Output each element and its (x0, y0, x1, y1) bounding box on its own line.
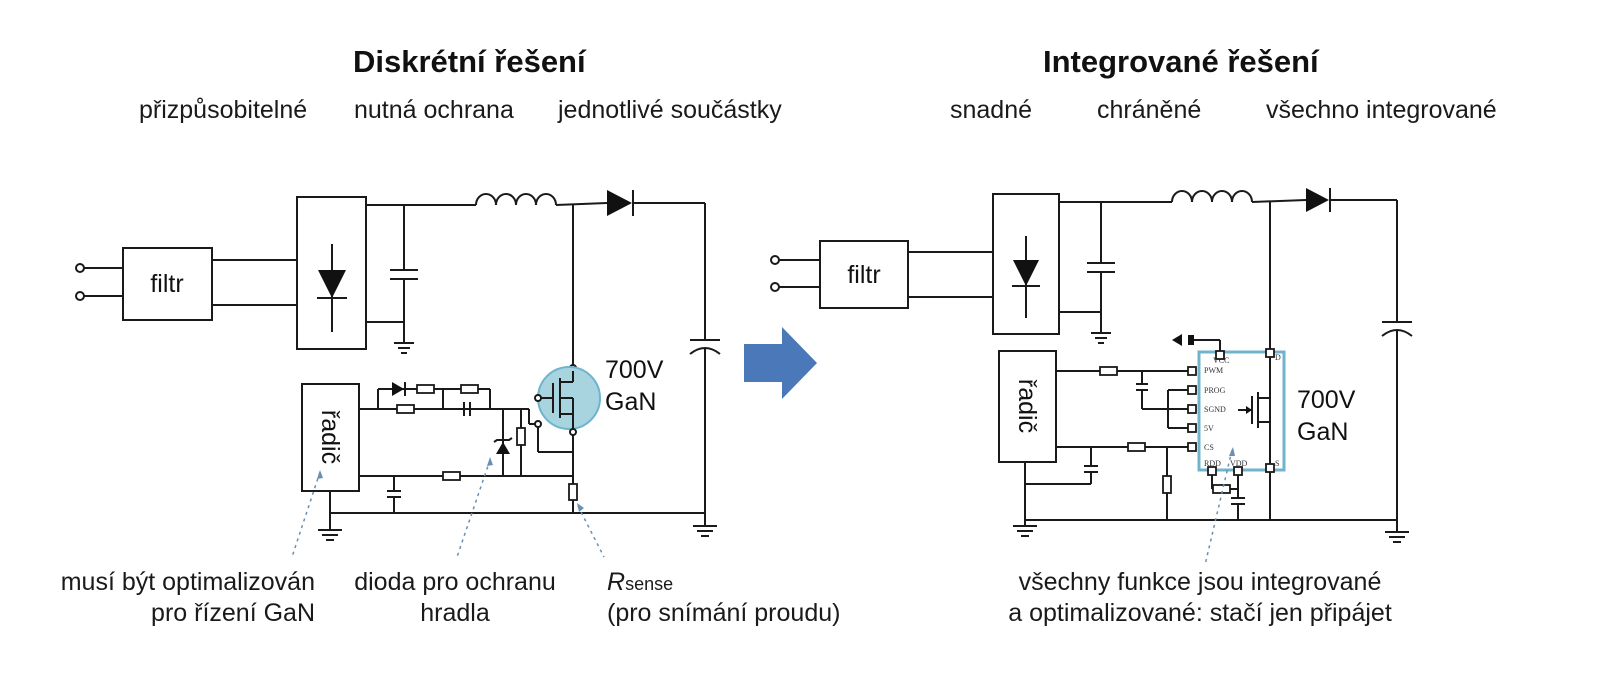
transition-arrow-icon (744, 327, 817, 399)
chip-pin-sgnd: SGND (1204, 405, 1226, 414)
chip-pin-s: S (1275, 459, 1279, 468)
right-driver-label: řadič (1013, 379, 1041, 433)
left-input-terminal-1 (75, 263, 85, 273)
right-note-line1: všechny funkce jsou integrované (1018, 568, 1382, 596)
left-gate-diode-icon (392, 382, 404, 396)
left-rectifier-diode-icon (318, 270, 346, 298)
left-transistor-type: GaN (605, 388, 656, 416)
chip-pin-pwm: PWM (1204, 366, 1223, 375)
left-feature-customizable: přizpůsobitelné (139, 96, 308, 124)
right-ground-icon-3 (1013, 525, 1037, 537)
right-note-line2: a optimalizované: stačí jen připájet (1008, 599, 1392, 627)
chip-pin-cs: CS (1204, 443, 1214, 452)
right-ground-icon-1 (1091, 332, 1111, 344)
left-ground-icon-1 (394, 342, 414, 354)
rsense-subscript: sense (625, 574, 674, 594)
chip-pin-vcc: VCC (1213, 356, 1229, 365)
left-note-driver-line2: pro řízení GaN (151, 599, 315, 627)
right-feature-easy: snadné (950, 96, 1033, 124)
right-transistor-type: GaN (1297, 418, 1348, 446)
left-title: Diskrétní řešení (353, 44, 586, 79)
left-ground-icon-2 (693, 525, 717, 537)
right-title: Integrované řešení (1043, 44, 1319, 79)
left-rsense-leader (577, 505, 605, 558)
right-inductor-icon (1171, 190, 1253, 203)
right-feature-integrated: všechno integrované (1266, 96, 1497, 124)
right-transistor-voltage: 700V (1297, 386, 1356, 414)
chip-pin-prog: PROG (1204, 386, 1226, 395)
right-output-diode-icon (1306, 188, 1329, 212)
right-chip-leader (1204, 449, 1233, 566)
right-driver-box (998, 350, 1057, 463)
left-output-diode-icon (607, 190, 632, 216)
left-filter-label: filtr (150, 270, 183, 298)
left-diode-leader (456, 459, 491, 558)
right-input-terminal-2 (770, 282, 780, 292)
right-filter-box (819, 240, 909, 309)
chip-pin-rdd: RDD (1204, 459, 1221, 468)
left-note-diode-line1: dioda pro ochranu (354, 568, 556, 596)
left-circuit: filtr (75, 190, 721, 558)
left-note-driver-line1: musí být optimalizován (60, 568, 315, 596)
left-driver-label: řadič (316, 410, 344, 464)
left-driver-box (301, 383, 360, 492)
right-feature-protected: chráněné (1097, 96, 1202, 124)
left-driver-leader (291, 471, 321, 558)
left-note-diode-line2: hradla (420, 599, 490, 627)
chip-pin-d: D (1275, 353, 1281, 362)
right-input-terminal-1 (770, 255, 780, 265)
left-inductor-icon (475, 193, 557, 206)
right-rectifier-diode-icon (1013, 260, 1039, 286)
right-ground-icon-2 (1385, 531, 1409, 543)
left-input-terminal-2 (75, 291, 85, 301)
left-filter-box (122, 247, 213, 321)
rsense-symbol: R (607, 568, 626, 596)
left-feature-protection: nutná ochrana (354, 96, 514, 124)
vcc-arrow-icon (1172, 334, 1182, 346)
left-transistor-voltage: 700V (605, 356, 664, 384)
left-zener-diode-icon (496, 442, 510, 454)
left-note-rsense-line2: (pro snímání proudu) (607, 599, 841, 627)
right-filter-label: filtr (847, 261, 880, 289)
chip-pin-vdd: VDD (1230, 459, 1248, 468)
chip-pin-5v: 5V (1204, 424, 1214, 433)
right-circuit: filtr (770, 188, 1413, 566)
left-rsense-resistor (568, 483, 578, 501)
left-feature-components: jednotlivé součástky (558, 96, 782, 124)
left-ground-icon-3 (318, 529, 342, 541)
left-note-rsense: Rsense (607, 570, 673, 595)
